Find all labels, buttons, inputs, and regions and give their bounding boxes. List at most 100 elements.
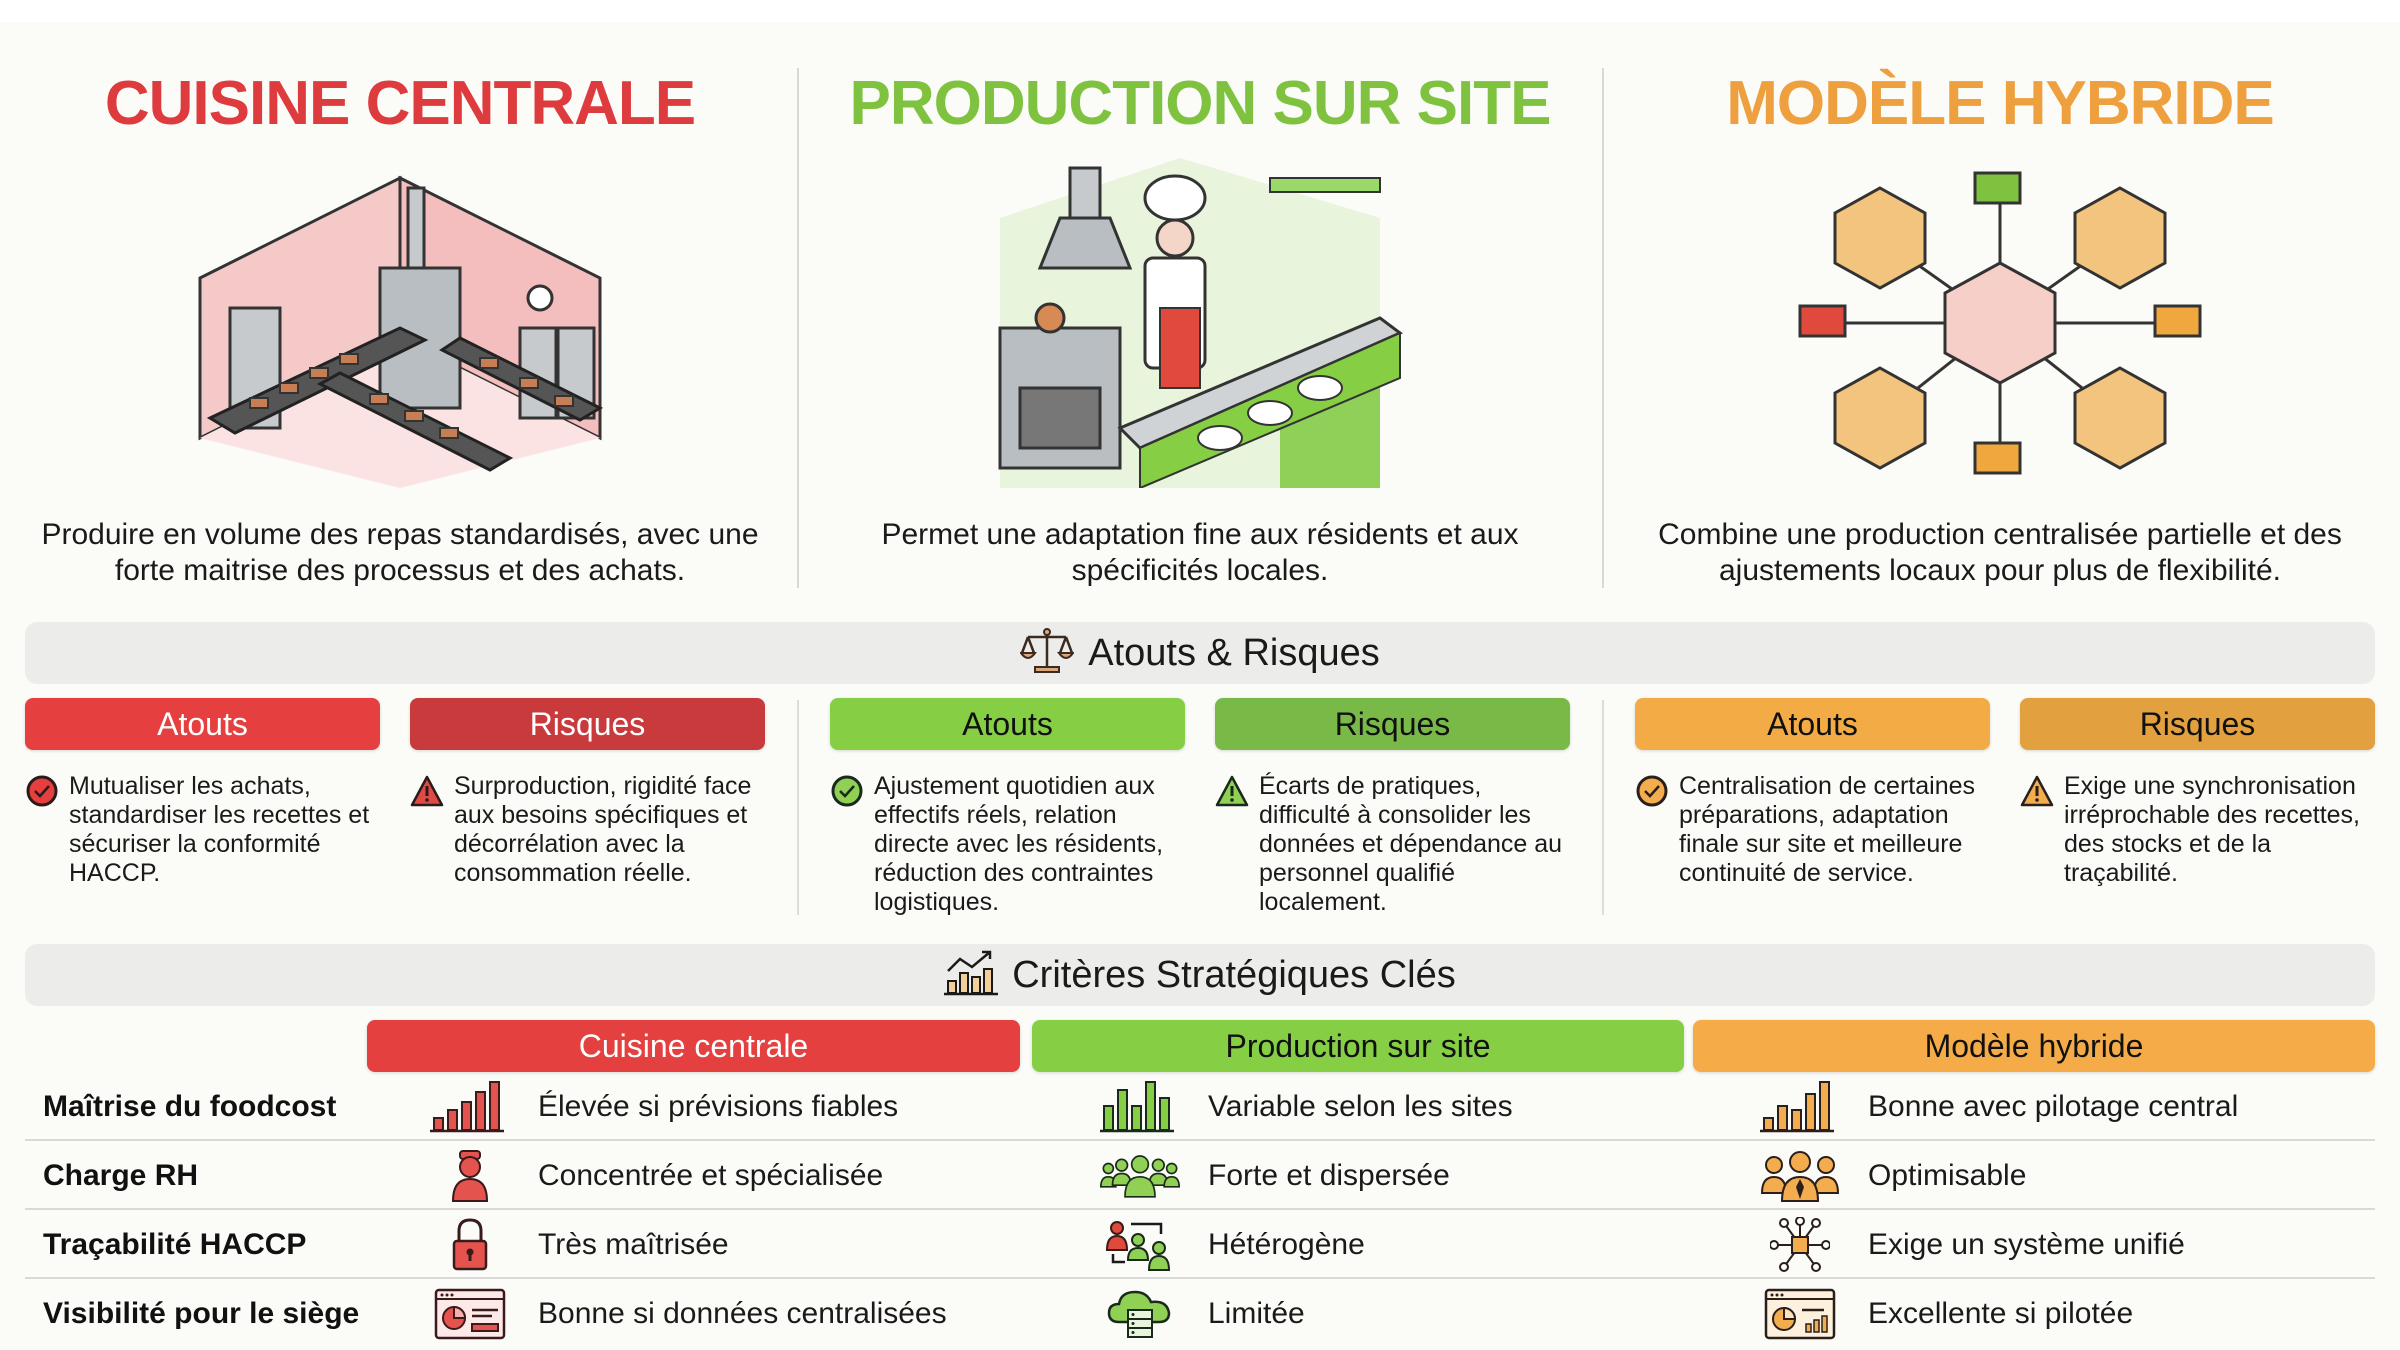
table-cell: Exige un système unifié xyxy=(1760,1210,2185,1279)
bar-chart-rising-icon xyxy=(430,1078,510,1136)
cell-text: Limitée xyxy=(1208,1296,1305,1330)
row-divider xyxy=(25,1277,2375,1279)
atouts-text: Mutualiser les achats, standardiser les … xyxy=(69,772,370,887)
table-cell: Hétérogène xyxy=(1100,1210,1365,1279)
model-cuisine-centrale: CUISINE CENTRALE xyxy=(0,22,800,602)
model-hybride: MODÈLE HYBRIDE xyxy=(1600,22,2400,602)
top-strip xyxy=(0,0,2400,22)
cell-text: Excellente si pilotée xyxy=(1868,1296,2134,1330)
cell-text: Optimisable xyxy=(1868,1158,2027,1192)
model-production-sur-site: PRODUCTION SUR SITE xyxy=(800,22,1600,602)
section-title: Atouts & Risques xyxy=(1088,631,1380,674)
dashboard-window-icon xyxy=(1760,1285,1840,1343)
people-exchange-icon xyxy=(1100,1216,1180,1274)
cell-text: Forte et dispersée xyxy=(1208,1158,1450,1192)
risques-column: Risques Écarts de pratiques, difficulté … xyxy=(1215,698,1570,917)
risques-label: Risques xyxy=(1215,698,1570,750)
atouts-column: Atouts Mutualiser les achats, standardis… xyxy=(25,698,380,888)
table-row: Charge RH Concentrée et spécialisée Fort… xyxy=(25,1141,2375,1210)
warning-triangle-icon xyxy=(410,774,444,808)
central-kitchen-illustration xyxy=(180,158,620,488)
risques-column: Risques Exige une synchronisation irrépr… xyxy=(2020,698,2375,888)
padlock-icon xyxy=(430,1216,510,1274)
table-cell: Très maîtrisée xyxy=(430,1210,729,1279)
check-circle-icon xyxy=(1635,774,1669,808)
row-divider xyxy=(25,1139,2375,1141)
table-cell: Limitée xyxy=(1100,1279,1305,1348)
chart-trend-icon xyxy=(944,949,999,1002)
atouts-text: Ajustement quotidien aux effectifs réels… xyxy=(874,772,1164,916)
model-title: CUISINE CENTRALE xyxy=(104,69,696,138)
cell-text: Bonne avec pilotage central xyxy=(1868,1089,2239,1123)
section-header-criteres: Critères Stratégiques Clés xyxy=(25,944,2375,1006)
dashboard-window-icon xyxy=(430,1285,510,1343)
table-cell: Variable selon les sites xyxy=(1100,1072,1513,1141)
row-label: Maîtrise du foodcost xyxy=(43,1090,337,1123)
bar-chart-rising-icon xyxy=(1760,1078,1840,1136)
table-row: Visibilité pour le siège Bonne si donnée… xyxy=(25,1279,2375,1348)
table-row: Traçabilité HACCP Très maîtrisée Hétérog… xyxy=(25,1210,2375,1279)
table-cell: Optimisable xyxy=(1760,1141,2026,1210)
check-circle-icon xyxy=(25,774,59,808)
table-cell: Excellente si pilotée xyxy=(1760,1279,2133,1348)
models-section: CUISINE CENTRALE xyxy=(0,22,2400,602)
cell-text: Bonne si données centralisées xyxy=(538,1296,947,1330)
team-manager-icon xyxy=(1760,1147,1840,1205)
column-divider xyxy=(797,68,799,588)
bar-chart-variable-icon xyxy=(1100,1078,1180,1136)
group-people-icon xyxy=(1100,1147,1180,1205)
atouts-column: Atouts Ajustement quotidien aux effectif… xyxy=(830,698,1185,917)
model-title: PRODUCTION SUR SITE xyxy=(849,69,1552,138)
column-header-production-sur-site: Production sur site xyxy=(1032,1020,1684,1072)
model-description: Produire en volume des repas standardisé… xyxy=(41,518,759,587)
risques-text: Surproduction, rigidité face aux besoins… xyxy=(454,772,752,887)
cell-text: Très maîtrisée xyxy=(538,1227,729,1261)
cell-text: Exige un système unifié xyxy=(1868,1227,2185,1261)
table-cell: Bonne avec pilotage central xyxy=(1760,1072,2238,1141)
network-hub-icon xyxy=(1760,1216,1840,1274)
atouts-risques-production-sur-site: Atouts Ajustement quotidien aux effectif… xyxy=(830,698,1600,918)
cell-text: Élevée si prévisions fiables xyxy=(538,1089,899,1123)
table-cell: Forte et dispersée xyxy=(1100,1141,1450,1210)
atouts-risques-cuisine-centrale: Atouts Mutualiser les achats, standardis… xyxy=(25,698,795,918)
row-label: Visibilité pour le siège xyxy=(43,1297,360,1330)
table-cell: Concentrée et spécialisée xyxy=(430,1141,883,1210)
risques-text: Écarts de pratiques, difficulté à consol… xyxy=(1259,772,1563,916)
table-cell: Élevée si prévisions fiables xyxy=(430,1072,898,1141)
section-header-atouts-risques: Atouts & Risques xyxy=(25,622,2375,684)
atouts-label: Atouts xyxy=(25,698,380,750)
row-divider xyxy=(25,1208,2375,1210)
onsite-kitchen-illustration xyxy=(980,158,1420,490)
model-description: Permet une adaptation fine aux résidents… xyxy=(881,518,1519,587)
risques-label: Risques xyxy=(2020,698,2375,750)
check-circle-icon xyxy=(830,774,864,808)
column-divider xyxy=(797,700,799,915)
section-title: Critères Stratégiques Clés xyxy=(1012,953,1456,996)
table-cell: Bonne si données centralisées xyxy=(430,1279,947,1348)
column-divider xyxy=(1602,68,1604,588)
cell-text: Concentrée et spécialisée xyxy=(538,1158,884,1192)
atouts-text: Centralisation de certaines préparations… xyxy=(1679,772,1975,887)
row-label: Traçabilité HACCP xyxy=(43,1228,307,1261)
risques-label: Risques xyxy=(410,698,765,750)
model-description: Combine une production centralisée parti… xyxy=(1658,518,2342,587)
cloud-server-icon xyxy=(1100,1285,1180,1343)
row-label: Charge RH xyxy=(43,1159,199,1192)
cook-person-icon xyxy=(430,1147,510,1205)
atouts-column: Atouts Centralisation de certaines prépa… xyxy=(1635,698,1990,888)
atouts-label: Atouts xyxy=(1635,698,1990,750)
atouts-risques-modele-hybride: Atouts Centralisation de certaines prépa… xyxy=(1635,698,2400,918)
warning-triangle-icon xyxy=(1215,774,1249,808)
cell-text: Variable selon les sites xyxy=(1208,1089,1513,1123)
column-header-cuisine-centrale: Cuisine centrale xyxy=(367,1020,1020,1072)
risques-text: Exige une synchronisation irréprochable … xyxy=(2064,772,2360,887)
risques-column: Risques Surproduction, rigidité face aux… xyxy=(410,698,765,888)
model-title: MODÈLE HYBRIDE xyxy=(1726,69,2274,138)
warning-triangle-icon xyxy=(2020,774,2054,808)
hybrid-network-illustration xyxy=(1780,158,2220,488)
table-row: Maîtrise du foodcost Élevée si prévision… xyxy=(25,1072,2375,1141)
column-divider xyxy=(1602,700,1604,915)
atouts-label: Atouts xyxy=(830,698,1185,750)
column-header-modele-hybride: Modèle hybride xyxy=(1693,1020,2375,1072)
balance-scale-icon xyxy=(1019,627,1076,680)
